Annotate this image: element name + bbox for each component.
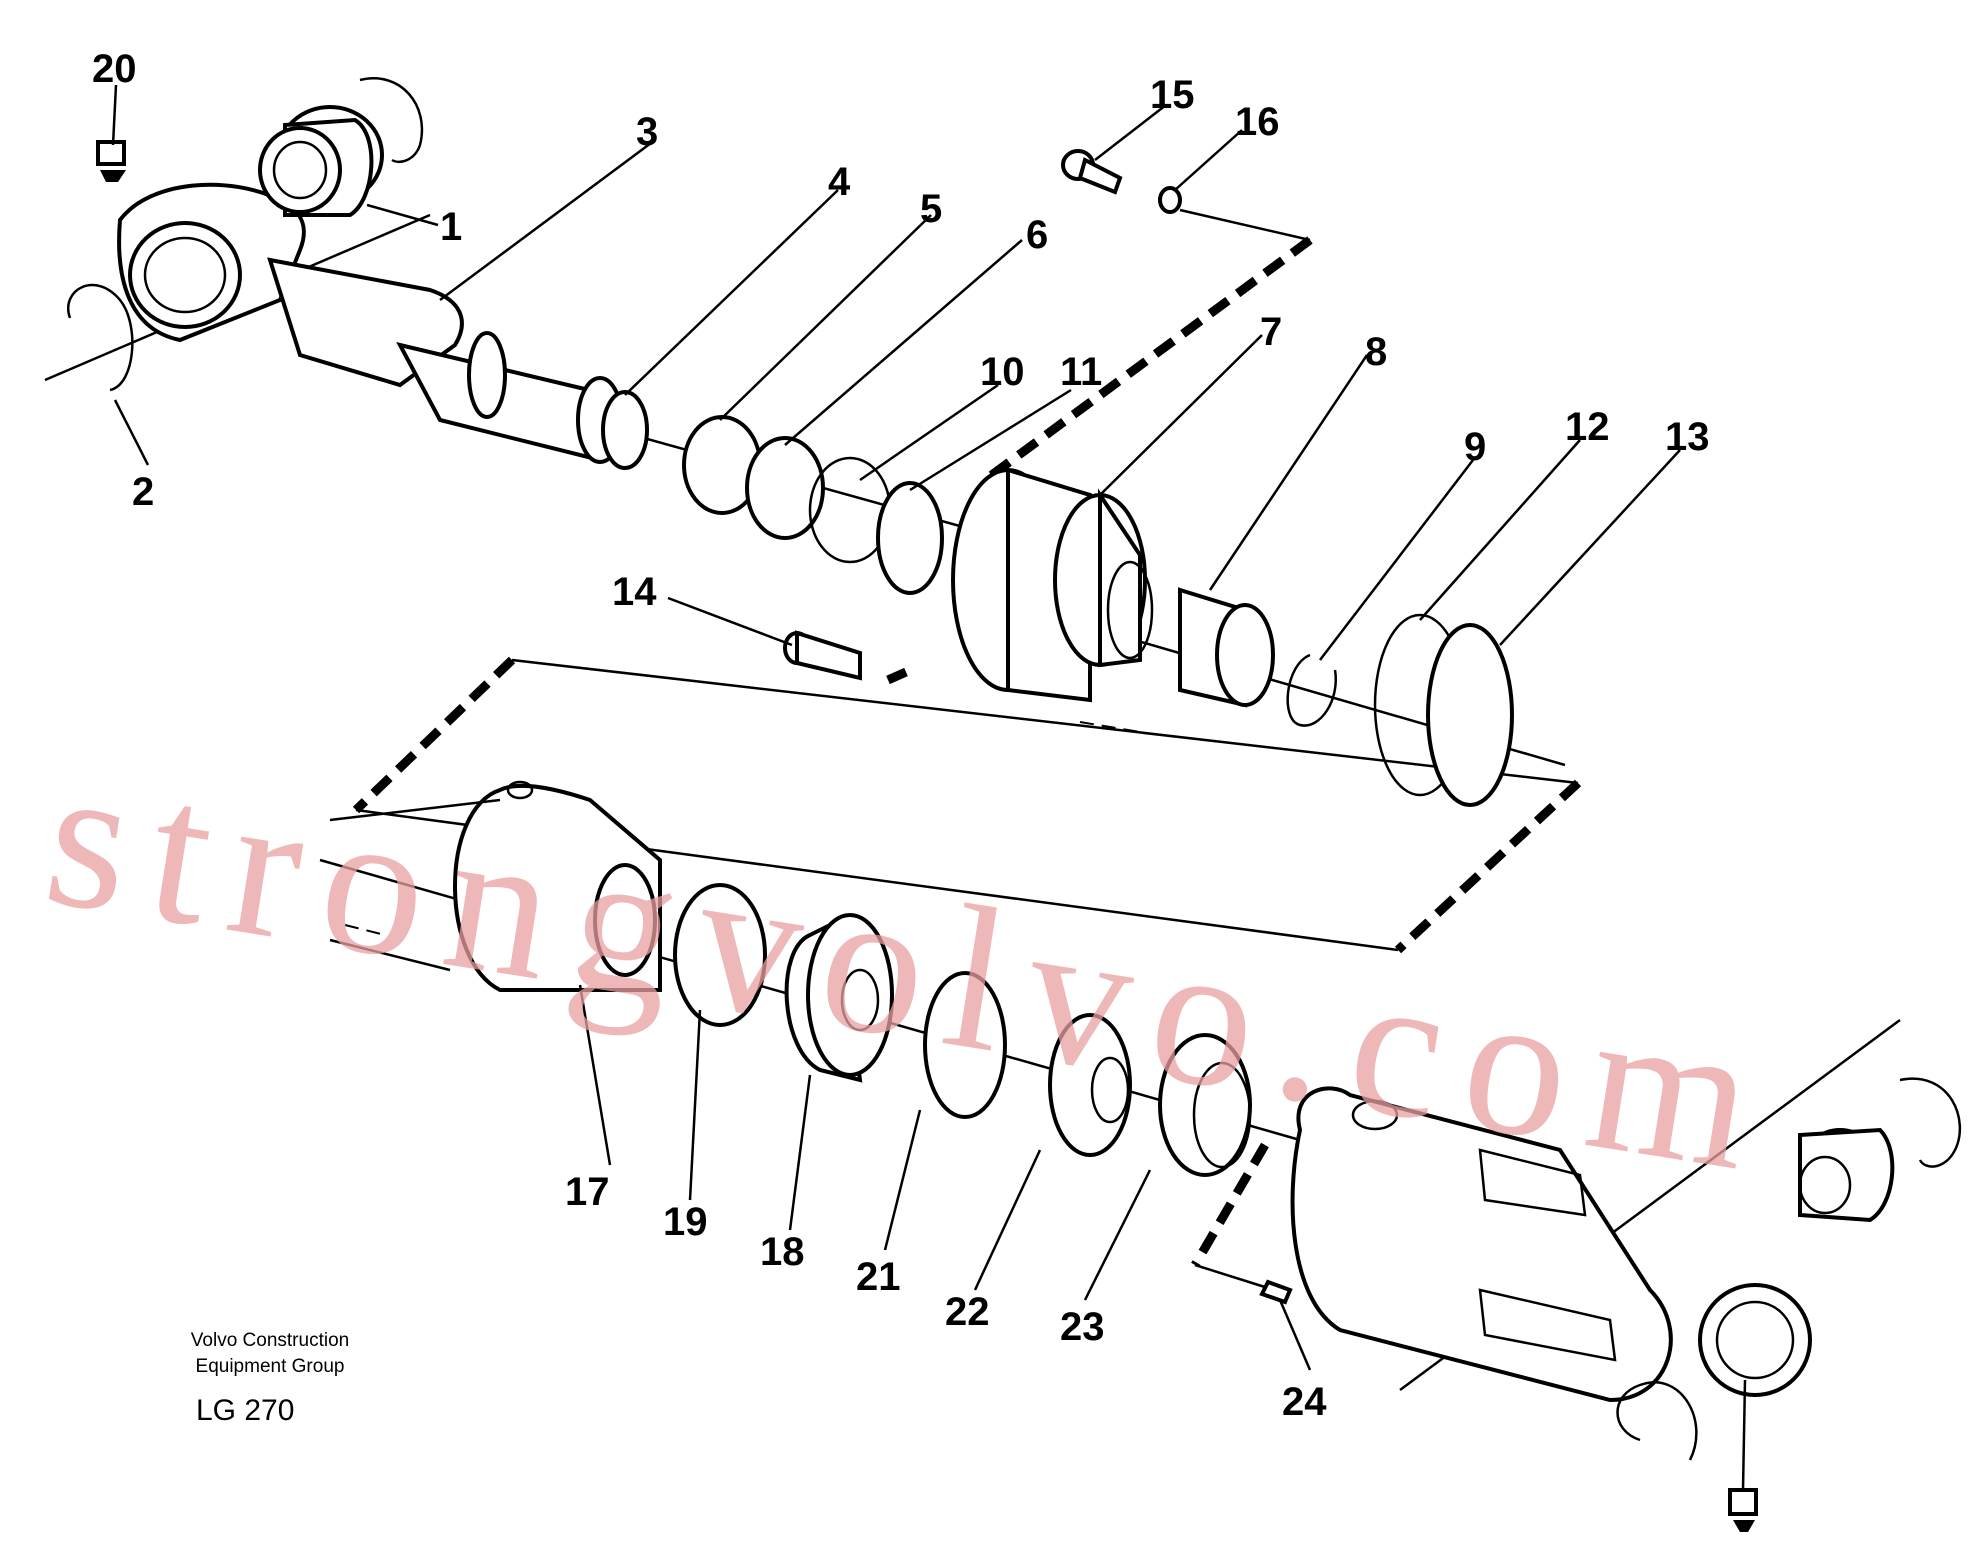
label-6: 6 — [1026, 213, 1048, 257]
o-ring-11 — [876, 481, 944, 595]
circlip-9 — [1286, 653, 1338, 727]
seal-ring-19b — [673, 883, 767, 1027]
label-16: 16 — [1235, 100, 1280, 144]
cylinder-head-7 — [951, 467, 1154, 703]
circlip-top — [359, 77, 424, 164]
circlip-right-top — [1899, 1077, 1962, 1168]
circlip-right-bottom — [1616, 1381, 1698, 1461]
axis-dashed-lower — [344, 924, 386, 936]
label-21: 21 — [856, 1255, 901, 1299]
company-line-1: Volvo Construction — [190, 1330, 350, 1351]
label-14: 14 — [612, 570, 657, 614]
label-10: 10 — [980, 350, 1025, 394]
label-20: 20 — [92, 47, 137, 91]
part-number-labels: 1 2 3 4 5 6 7 8 9 10 11 12 13 14 15 16 1… — [92, 47, 1710, 1424]
seal-ring-21 — [923, 971, 1007, 1119]
screw-15 — [1061, 149, 1123, 195]
grease-nipple-lower — [1728, 1488, 1758, 1532]
label-11: 11 — [1060, 350, 1102, 394]
dashed-connector-bottom — [1191, 1142, 1269, 1268]
screw-14 — [783, 630, 862, 681]
diagram-code: LG 270 — [196, 1394, 295, 1427]
label-7: 7 — [1260, 310, 1282, 354]
seal-ring-6 — [745, 436, 825, 540]
ring-13 — [1426, 623, 1514, 807]
dashed-connector-top — [886, 236, 1313, 685]
dashed-box-edges — [355, 208, 1579, 1290]
label-15: 15 — [1150, 73, 1195, 117]
label-2: 2 — [132, 470, 154, 514]
label-8: 8 — [1365, 330, 1387, 374]
dashed-box-upper — [352, 656, 516, 814]
bushing-1 — [258, 105, 384, 217]
screw-24 — [1259, 1279, 1293, 1305]
label-24: 24 — [1282, 1380, 1327, 1424]
company-line-2: Equipment Group — [195, 1356, 345, 1377]
piston-18 — [784, 913, 894, 1083]
label-5: 5 — [920, 187, 942, 231]
label-17: 17 — [565, 1170, 610, 1214]
seal-ring-4 — [601, 390, 649, 470]
label-3: 3 — [636, 110, 658, 154]
leader-lines — [111, 84, 1747, 1491]
label-18: 18 — [760, 1230, 805, 1274]
label-19: 19 — [663, 1200, 708, 1244]
axis-dashed-upper — [1079, 721, 1141, 733]
guide-ring-19 — [593, 863, 657, 977]
washer-16 — [1158, 186, 1182, 214]
guide-bushing-22 — [1048, 1013, 1132, 1157]
label-23: 23 — [1060, 1305, 1105, 1349]
bushing-right — [1798, 1127, 1895, 1223]
dashed-box-right — [1394, 779, 1582, 954]
circlip-left — [67, 283, 134, 392]
bushing-23 — [1158, 1033, 1252, 1177]
grease-nipple-20 — [96, 140, 126, 182]
label-12: 12 — [1565, 405, 1610, 449]
bushing-8 — [1178, 587, 1275, 708]
cylinder-base — [1290, 1086, 1812, 1403]
base-lug — [1351, 1099, 1399, 1131]
label-1: 1 — [440, 205, 462, 249]
rod-eye — [117, 182, 624, 464]
label-22: 22 — [945, 1290, 990, 1334]
label-4: 4 — [828, 160, 851, 204]
label-9: 9 — [1464, 425, 1486, 469]
label-13: 13 — [1665, 415, 1710, 459]
company-name: Volvo Construction Equipment Group — [150, 1328, 390, 1380]
